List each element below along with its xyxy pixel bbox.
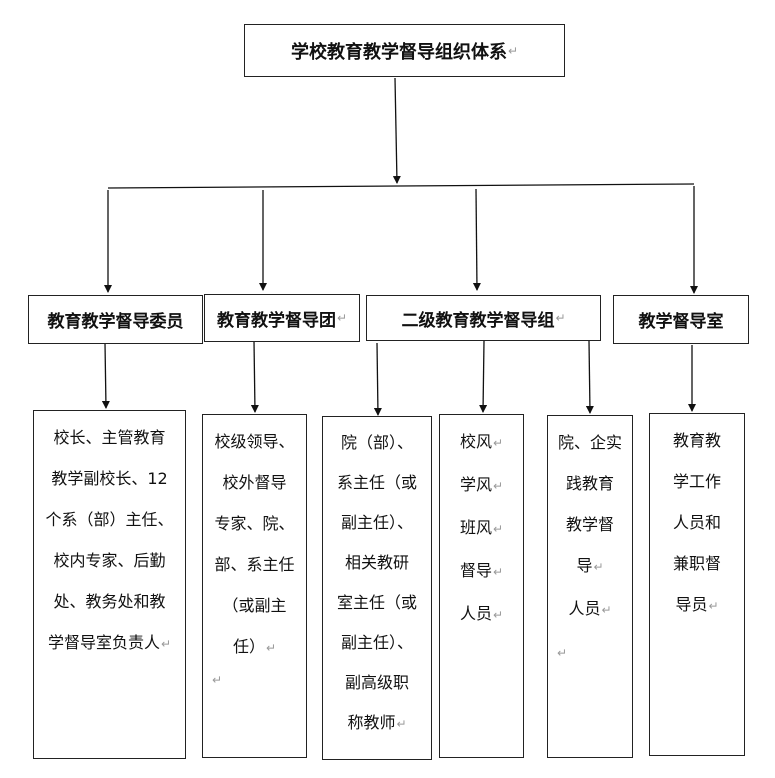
text-line: 导员	[675, 595, 708, 614]
node-supervision-team: 教育教学督导团↵	[204, 294, 360, 342]
text-line: 学工作	[672, 472, 721, 491]
root-node: 学校教育教学督导组织体系↵	[244, 24, 565, 77]
text-line: 处、教务处和教	[53, 592, 166, 611]
text-line: 教学副校长、12	[51, 469, 168, 488]
text-line: 学风	[459, 475, 492, 494]
text-line: 校长、主管教育	[53, 428, 166, 447]
text-line: 教学督	[565, 515, 614, 534]
text-line: 教育教	[672, 431, 721, 450]
text-line: 部、系主任	[214, 555, 295, 574]
text-line: 校内专家、后勤	[53, 551, 166, 570]
text-line: 副主任）、	[340, 633, 413, 652]
text-line: 专家、院、	[214, 514, 295, 533]
node-secondary-group: 二级教育教学督导组↵	[366, 295, 601, 341]
arrow-to-leaf-1	[101, 342, 110, 409]
arrow-to-leaf-4	[479, 340, 488, 413]
text-line: 人员	[459, 604, 492, 623]
text-line: 称教师	[347, 713, 396, 732]
text-line: 副高级职	[344, 673, 409, 692]
leaf-team-members: 校级领导、 校外督导 专家、院、 部、系主任 （或副主 任）↵ ↵	[202, 414, 307, 758]
leaf-office-staff: 教育教 学工作 人员和 兼职督 导员↵	[649, 413, 745, 756]
text-line: 副主任）、	[340, 513, 413, 532]
arrow-to-leaf-5	[585, 340, 594, 414]
text-line: 室主任（或	[336, 593, 417, 612]
node-label: 教育教学督导委员	[47, 312, 184, 332]
text-line: 系主任（或	[336, 473, 417, 492]
text-line: 学督导室负责人	[47, 633, 160, 652]
node-label: 二级教育教学督导组	[401, 310, 555, 331]
text-line: 院（部）、	[340, 433, 413, 452]
node-label: 教育教学督导团	[216, 310, 336, 331]
text-line: 兼职督	[672, 554, 721, 573]
text-line: 相关教研	[344, 553, 409, 572]
node-supervision-committee: 教育教学督导委员	[28, 295, 203, 344]
arrow-to-leaf-3	[373, 342, 382, 416]
root-arrow	[392, 77, 401, 184]
text-line: 个系（部）主任、	[45, 510, 174, 529]
text-line: 校外督导	[222, 473, 287, 492]
text-line: 校级领导、	[214, 432, 295, 451]
node-label: 教学督导室	[638, 312, 724, 332]
leaf-style-supervisors: 校风↵ 学风↵ 班风↵ 督导↵ 人员↵	[439, 414, 524, 758]
text-line: 督导	[459, 561, 492, 580]
branch-bar	[107, 183, 695, 189]
text-line: 任）	[232, 637, 265, 656]
root-label: 学校教育教学督导组织体系	[290, 41, 507, 63]
text-line: （或副主	[222, 596, 287, 615]
text-line: 践教育	[565, 474, 614, 493]
leaf-department-heads: 院（部）、 系主任（或 副主任）、 相关教研 室主任（或 副主任）、 副高级职 …	[322, 416, 432, 760]
node-supervision-office: 教学督导室	[613, 295, 749, 344]
text-line: 人员	[568, 599, 601, 618]
leaf-committee-members: 校长、主管教育 教学副校长、12 个系（部）主任、 校内专家、后勤 处、教务处和…	[33, 410, 186, 759]
leaf-practice-supervisors: 院、企实 践教育 教学督 导↵ 人员↵ ↵	[547, 415, 633, 758]
text-line: 人员和	[672, 513, 721, 532]
arrow-to-group	[472, 188, 481, 291]
text-line: 班风	[459, 518, 492, 537]
text-line: 导	[576, 556, 593, 575]
text-line: 院、企实	[557, 433, 622, 452]
arrow-to-leaf-2	[250, 340, 259, 413]
text-line: 校风	[459, 432, 492, 451]
